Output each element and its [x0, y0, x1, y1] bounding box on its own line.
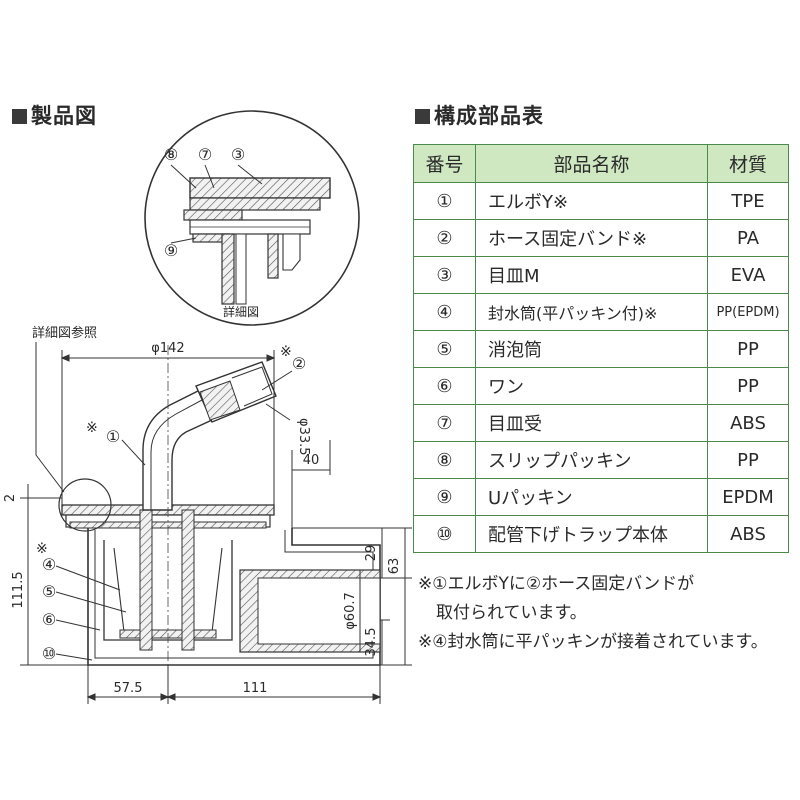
dim-111-5: 111.5: [11, 571, 26, 608]
cell-no: ⑦: [413, 404, 476, 442]
cell-name: 目皿受: [475, 404, 708, 442]
cell-material: ABS: [707, 404, 789, 442]
dim-57-5: 57.5: [114, 681, 143, 696]
product-drawing-heading: 製品図: [12, 100, 97, 130]
cell-no: ⑧: [413, 441, 476, 479]
dim-2: 2: [3, 494, 18, 502]
detail-caption: 詳細図: [223, 304, 259, 319]
cell-no: ⑨: [413, 478, 476, 516]
main-section-drawing: [61, 345, 381, 700]
cell-no: ②: [413, 219, 476, 257]
cell-material: PP: [707, 330, 789, 368]
dim-29: 29: [364, 545, 379, 562]
cell-name: 消泡筒: [475, 330, 708, 368]
header-number: 番号: [413, 144, 476, 183]
cell-name: Uパッキン: [475, 478, 708, 516]
dim-phi60-7: φ60.7: [343, 592, 358, 630]
product-drawing-heading-text: 製品図: [31, 104, 97, 128]
heading-square-icon: [415, 109, 430, 124]
cell-material: ABS: [707, 515, 789, 553]
cell-no: ⑤: [413, 330, 476, 368]
dim-40: 40: [303, 453, 320, 468]
cell-name: ワン: [475, 367, 708, 405]
cell-material: PP(EPDM): [707, 293, 789, 331]
cell-material: PA: [707, 219, 789, 257]
dim-63: 63: [387, 558, 402, 575]
marker-4: ④: [42, 555, 56, 574]
cell-material: PP: [707, 441, 789, 479]
marker-5: ⑤: [42, 582, 56, 601]
detail-marker-7: ⑦: [198, 145, 212, 164]
dim-phi142: φ142: [151, 341, 184, 356]
dim-phi33-5: φ33.5: [296, 418, 311, 456]
marker-1: ①: [106, 427, 120, 446]
cell-material: EVA: [707, 256, 789, 294]
asterisk-mark: ※: [280, 344, 292, 360]
header-material: 材質: [707, 144, 789, 183]
dimension-lines: [20, 350, 412, 704]
note-line-3: ※④封水筒に平パッキンが接着されています。: [418, 632, 768, 652]
cell-name: 配管下げトラップ本体: [475, 515, 708, 553]
detail-view: ⑧ ⑦ ③ ⑨ 詳細図: [144, 110, 360, 326]
cell-material: EPDM: [707, 478, 789, 516]
cell-name: 封水筒(平パッキン付)※: [475, 293, 708, 331]
marker-2: ②: [292, 354, 306, 373]
asterisk-mark: ※: [36, 541, 48, 557]
dim-34-5: 34.5: [364, 628, 379, 657]
heading-square-icon: [12, 109, 27, 124]
parts-table-heading-text: 構成部品表: [434, 104, 544, 128]
header-part-name: 部品名称: [475, 144, 708, 183]
dim-111: 111: [243, 681, 268, 696]
cell-no: ④: [413, 293, 476, 331]
cell-name: ホース固定バンド※: [475, 219, 708, 257]
detail-marker-9: ⑨: [164, 241, 178, 260]
cell-material: TPE: [707, 182, 789, 220]
marker-10: ⑩: [42, 644, 56, 663]
cell-name: エルボY※: [475, 182, 708, 220]
asterisk-mark: ※: [86, 420, 98, 436]
cell-name: スリップパッキン: [475, 441, 708, 479]
detail-marker-3: ③: [231, 145, 245, 164]
cell-no: ①: [413, 182, 476, 220]
cell-no: ③: [413, 256, 476, 294]
cell-material: PP: [707, 367, 789, 405]
note-line-2: 取付られています。: [436, 603, 587, 623]
cell-no: ⑩: [413, 515, 476, 553]
cell-name: 目皿M: [475, 256, 708, 294]
table-header-row: 番号 部品名称 材質: [413, 144, 789, 183]
cell-no: ⑥: [413, 367, 476, 405]
detail-marker-8: ⑧: [164, 145, 178, 164]
note-line-1: ※①エルボYに②ホース固定バンドが: [418, 574, 695, 594]
marker-6: ⑥: [42, 610, 56, 629]
detail-reference-label: 詳細図参照: [32, 325, 97, 341]
parts-table-heading: 構成部品表: [415, 100, 544, 130]
